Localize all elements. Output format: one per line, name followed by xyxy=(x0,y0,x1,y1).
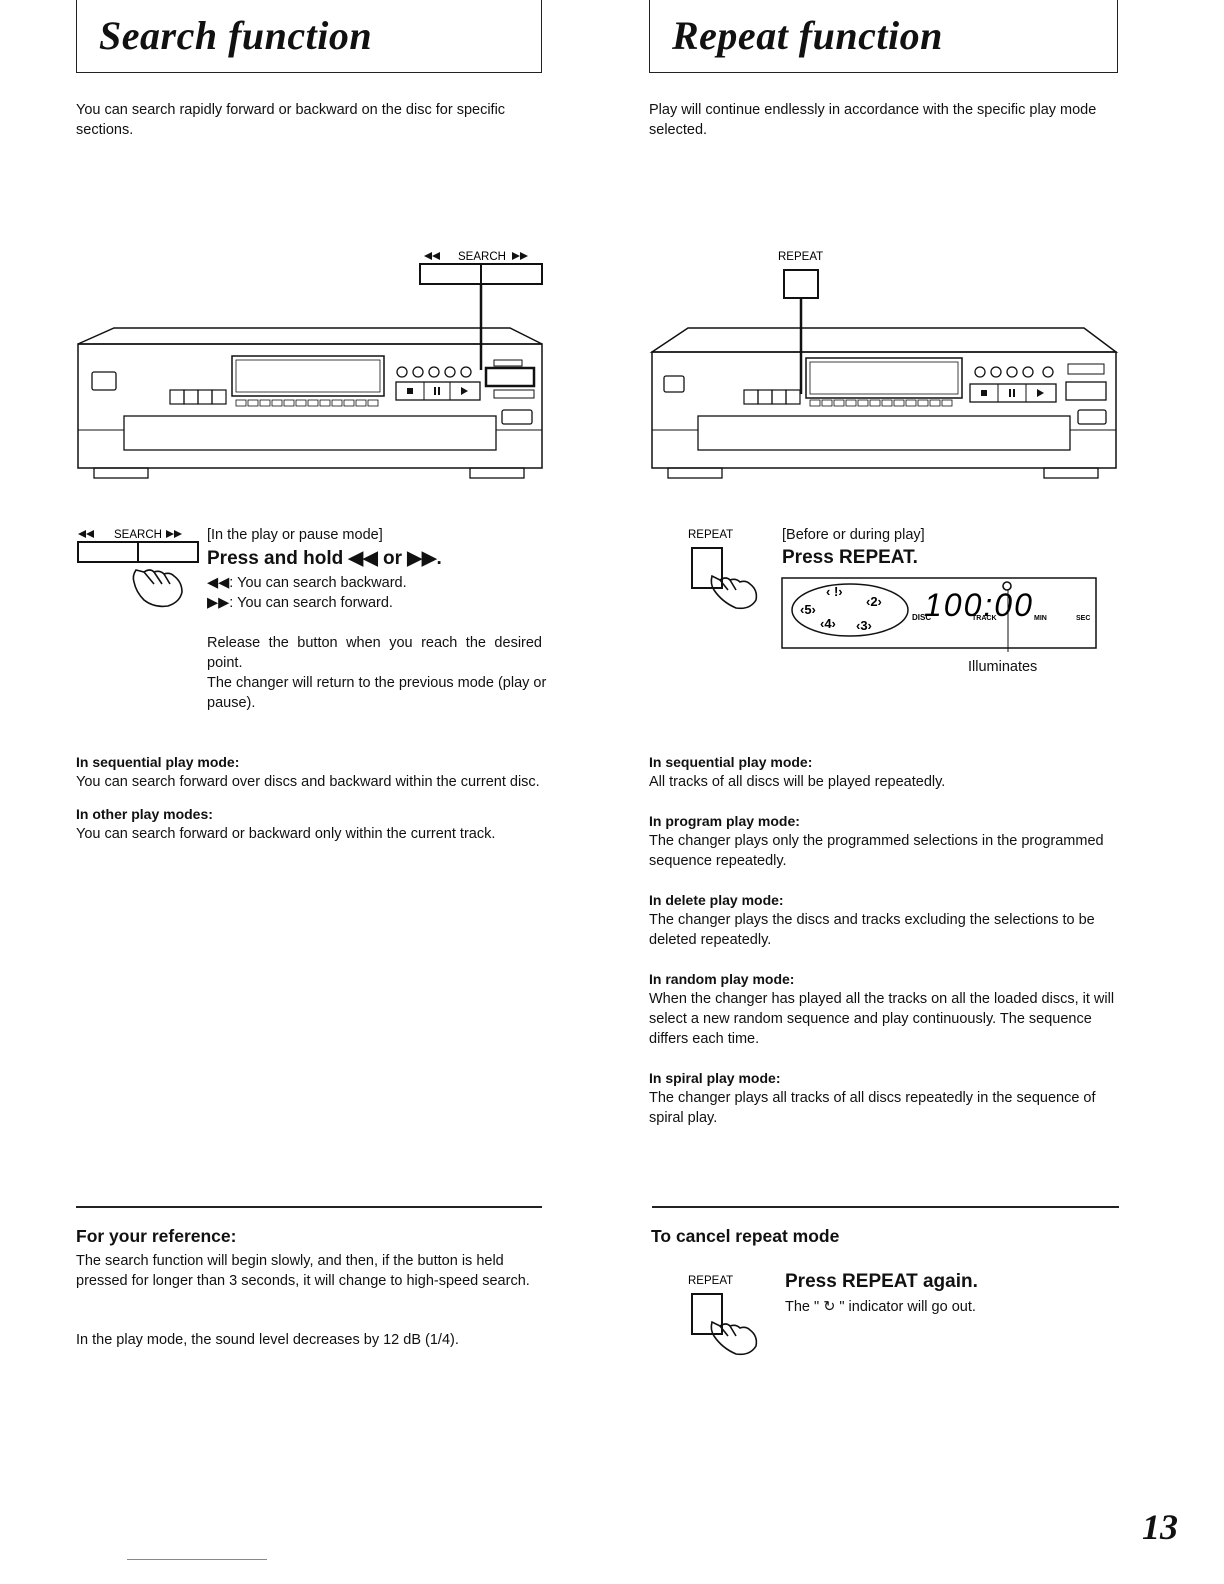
search-reference-divider xyxy=(76,1206,542,1208)
repeat-button-drawing xyxy=(783,269,819,299)
search-step-release: Release the button when you reach the de… xyxy=(207,635,542,671)
hand-pointer-icon xyxy=(132,569,183,608)
repeat-mode-sequential: In sequential play mode: All tracks of a… xyxy=(649,754,946,790)
repeat-step-action: Press REPEAT. xyxy=(782,547,918,568)
display-disc-label: DISC xyxy=(912,613,931,622)
search-title: Search function xyxy=(99,13,373,58)
search-reference-text: The search function will begin slowly, a… xyxy=(76,1253,530,1289)
repeat-cancel-button: REPEAT xyxy=(688,1275,758,1356)
repeat-illuminates-label: Illuminates xyxy=(968,659,1038,675)
svg-text:‹ !›: ‹ !› xyxy=(826,584,843,599)
repeat-display-panel: ‹5› ‹ !› ‹2› ‹4› ‹3› DISC 100:00 TRACK M… xyxy=(781,577,1097,652)
repeat-indicator-icon xyxy=(1002,581,1012,591)
display-track-label: TRACK xyxy=(972,615,997,622)
repeat-title-box: Repeat function xyxy=(649,0,1118,73)
search-step-action: Press and hold ◀◀ or ▶▶. xyxy=(207,548,442,569)
search-step-forward: ▶▶: You can search forward. xyxy=(207,595,393,611)
repeat-step-context: [Before or during play] xyxy=(782,527,925,543)
hand-pointer-icon xyxy=(710,1320,758,1356)
repeat-step-button-label: REPEAT xyxy=(688,529,733,541)
search-step-context: [In the play or pause mode] xyxy=(207,527,383,543)
hand-pointer-icon xyxy=(710,574,758,610)
repeat-title: Repeat function xyxy=(672,13,943,58)
search-diagram-label: SEARCH xyxy=(458,251,506,263)
repeat-cancel-heading: To cancel repeat mode xyxy=(651,1226,840,1246)
search-intro: You can search rapidly forward or backwa… xyxy=(76,102,506,138)
search-step-backward: ◀◀: You can search backward. xyxy=(207,575,407,591)
svg-text:‹3›: ‹3› xyxy=(856,618,872,633)
repeat-intro: Play will continue endlessly in accordan… xyxy=(649,102,1097,138)
search-step-button-label: SEARCH xyxy=(114,529,162,541)
search-modes: In sequential play mode: You can search … xyxy=(76,752,542,844)
repeat-mode-delete: In delete play mode: The changer plays t… xyxy=(649,892,1095,948)
search-title-box: Search function xyxy=(76,0,542,73)
page-number: 13 xyxy=(1142,1507,1178,1547)
repeat-device-diagram: REPEAT xyxy=(649,251,1119,479)
search-reference-sound: In the play mode, the sound level decrea… xyxy=(76,1332,459,1348)
repeat-cancel-button-label: REPEAT xyxy=(688,1275,733,1287)
search-mode-sequential: In sequential play mode: You can search … xyxy=(76,754,540,790)
search-step-button: SEARCH xyxy=(77,529,199,608)
repeat-step-button: REPEAT xyxy=(688,529,758,610)
svg-text:‹5›: ‹5› xyxy=(800,602,816,617)
repeat-mode-spiral: In spiral play mode: The changer plays a… xyxy=(649,1070,1096,1126)
display-readout: 100:00 xyxy=(924,587,1034,623)
footer-rule xyxy=(127,1559,267,1560)
display-sec-label: SEC xyxy=(1076,615,1090,622)
repeat-mode-program: In program play mode: The changer plays … xyxy=(649,813,1104,869)
svg-text:‹4›: ‹4› xyxy=(820,616,836,631)
display-min-label: MIN xyxy=(1034,615,1047,622)
search-label-group: SEARCH xyxy=(424,251,528,263)
repeat-cancel-note: The " ↻ " indicator will go out. xyxy=(785,1299,976,1315)
search-mode-other: In other play modes: You can search forw… xyxy=(76,806,496,842)
repeat-cancel-action: Press REPEAT again. xyxy=(785,1271,978,1292)
repeat-mode-random: In random play mode: When the changer ha… xyxy=(649,971,1115,1047)
repeat-cancel-divider xyxy=(652,1206,1119,1208)
search-device-diagram: SEARCH xyxy=(77,251,543,479)
repeat-diagram-label: REPEAT xyxy=(778,251,823,263)
search-reference-heading: For your reference: xyxy=(76,1226,237,1246)
repeat-modes: In sequential play mode: All tracks of a… xyxy=(649,752,1118,1128)
svg-text:‹2›: ‹2› xyxy=(866,594,882,609)
search-step-return: The changer will return to the previous … xyxy=(207,675,547,711)
